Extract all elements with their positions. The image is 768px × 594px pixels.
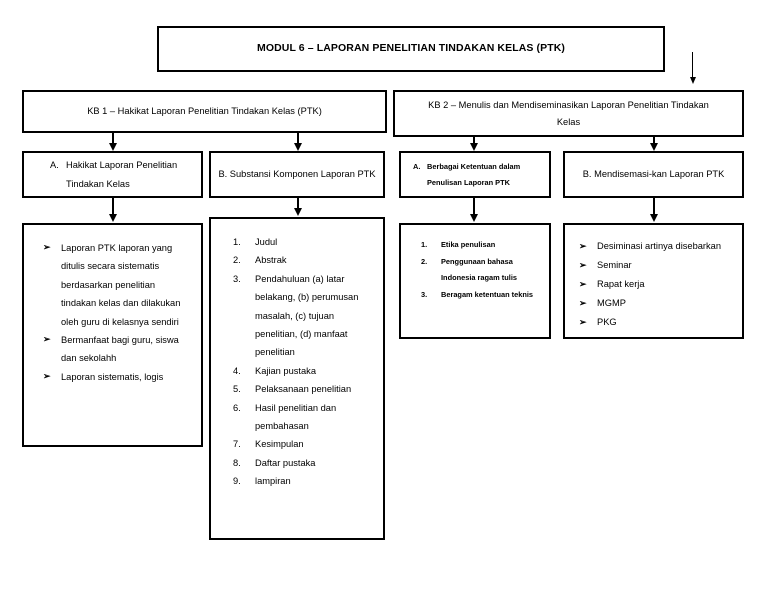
connector-kb1-to-b1 bbox=[297, 133, 299, 144]
list-number: 8. bbox=[233, 457, 241, 468]
arrow-bullet-icon: ➢ bbox=[579, 279, 587, 290]
connector-a1-to-content1 bbox=[112, 198, 114, 215]
list-number: 4. bbox=[233, 365, 241, 376]
title-text: MODUL 6 – LAPORAN PENELITIAN TINDAKAN KE… bbox=[256, 42, 566, 55]
list-number: 3. bbox=[421, 289, 428, 299]
arrow-bullet-icon: ➢ bbox=[43, 242, 51, 252]
section-a2-line1: Berbagai Ketentuan dalam bbox=[427, 161, 521, 171]
list-item-text: Kesimpulan bbox=[255, 439, 304, 450]
kb2-label-line1: KB 2 – Menulis dan Mendiseminasikan Lapo… bbox=[428, 100, 709, 111]
list-number: 1. bbox=[421, 240, 428, 249]
list-number: 7. bbox=[233, 439, 241, 450]
kb2-label: KB 2 – Menulis dan Mendiseminasikan Lapo… bbox=[395, 97, 742, 130]
list-number: 3. bbox=[233, 273, 241, 284]
bullet-list-diseminasi: ➢ Desiminasi artinya disebarkan ➢ Semina… bbox=[573, 237, 734, 332]
content-box-ketentuan: 1. Etika penulisan 2. Penggunaan bahasa … bbox=[399, 223, 551, 339]
list-item: ➢ Seminar bbox=[573, 256, 734, 275]
list-item-text: Etika penulisan bbox=[441, 240, 496, 249]
list-item-text: Laporan sistematis, logis bbox=[61, 371, 164, 382]
list-item-text: MGMP bbox=[597, 298, 626, 309]
kb2-label-line2: Kelas bbox=[556, 116, 581, 127]
list-item: 7. Kesimpulan bbox=[219, 435, 375, 453]
section-b1-box: B. Substansi Komponen Laporan PTK bbox=[209, 151, 385, 198]
section-a1-line1: Hakikat Laporan Penelitian bbox=[66, 160, 178, 171]
section-b1-text: B. Substansi Komponen Laporan PTK bbox=[218, 168, 376, 179]
list-item: 2. Penggunaan bahasa Indonesia ragam tul… bbox=[407, 254, 543, 287]
arrow-bullet-icon: ➢ bbox=[579, 317, 587, 328]
list-item: ➢ PKG bbox=[573, 313, 734, 332]
list-number: 6. bbox=[233, 402, 241, 413]
list-item: ➢ Desiminasi artinya disebarkan bbox=[573, 237, 734, 256]
standalone-down-arrow-icon bbox=[692, 52, 693, 78]
list-item-text: Daftar pustaka bbox=[255, 457, 316, 468]
list-item: ➢ Rapat kerja bbox=[573, 275, 734, 294]
section-a2-box: A. Berbagai Ketentuan dalam Penulisan Lap… bbox=[399, 151, 551, 198]
list-item-text: Abstrak bbox=[255, 255, 287, 266]
list-item: 1. Judul bbox=[219, 233, 375, 251]
content-box-substansi: 1. Judul 2. Abstrak 3. Pendahuluan (a) l… bbox=[209, 217, 385, 540]
arrow-bullet-icon: ➢ bbox=[579, 241, 587, 251]
list-item: 6. Hasil penelitian dan pembahasan bbox=[219, 399, 375, 436]
section-a2-text: A. Berbagai Ketentuan dalam Penulisan Lap… bbox=[401, 159, 549, 190]
list-item: 5. Pelaksanaan penelitian bbox=[219, 380, 375, 398]
connector-kb1-to-a1 bbox=[112, 133, 114, 144]
connector-b1-to-content2 bbox=[297, 198, 299, 209]
content-box-diseminasi: ➢ Desiminasi artinya disebarkan ➢ Semina… bbox=[563, 223, 744, 339]
list-item-text: Laporan PTK laporan yang ditulis secara … bbox=[61, 243, 181, 327]
list-item-text: Kajian pustaka bbox=[255, 365, 316, 376]
section-a1-box: A. Hakikat Laporan Penelitian Tindakan Ke… bbox=[22, 151, 203, 198]
list-item-text: Pelaksanaan penelitian bbox=[255, 384, 352, 395]
arrow-bullet-icon: ➢ bbox=[579, 260, 587, 271]
list-item: 1. Etika penulisan bbox=[407, 237, 543, 254]
section-b2-box: B. Mendisemasi-kan Laporan PTK bbox=[563, 151, 744, 198]
list-item-text: Rapat kerja bbox=[597, 279, 645, 290]
list-item-text: Judul bbox=[255, 237, 278, 247]
numbered-list-ketentuan: 1. Etika penulisan 2. Penggunaan bahasa … bbox=[407, 237, 543, 304]
list-number: 5. bbox=[233, 384, 241, 395]
list-item: ➢ MGMP bbox=[573, 294, 734, 313]
section-a2-label: A. bbox=[413, 161, 421, 171]
list-number: 1. bbox=[233, 237, 241, 247]
list-item: ➢ Laporan sistematis, logis bbox=[34, 368, 191, 386]
list-item-text: Hasil penelitian dan pembahasan bbox=[255, 402, 337, 432]
list-item: 8. Daftar pustaka bbox=[219, 454, 375, 472]
list-item-text: PKG bbox=[597, 317, 617, 328]
list-number: 2. bbox=[421, 256, 428, 266]
connector-kb2-to-a2 bbox=[473, 137, 475, 144]
list-item: 4. Kajian pustaka bbox=[219, 362, 375, 380]
list-number: 2. bbox=[233, 255, 241, 266]
list-item: ➢ Laporan PTK laporan yang ditulis secar… bbox=[34, 239, 191, 331]
list-item-text: Desiminasi artinya disebarkan bbox=[597, 241, 722, 251]
list-item: 2. Abstrak bbox=[219, 251, 375, 269]
connector-b2-to-content4 bbox=[653, 198, 655, 215]
section-a2-line2: Penulisan Laporan PTK bbox=[427, 177, 510, 187]
list-item-text: Bermanfaat bagi guru, siswa dan sekolahh bbox=[61, 335, 179, 364]
numbered-list-substansi: 1. Judul 2. Abstrak 3. Pendahuluan (a) l… bbox=[219, 233, 375, 491]
kb2-box: KB 2 – Menulis dan Mendiseminasikan Lapo… bbox=[393, 90, 744, 137]
arrow-bullet-icon: ➢ bbox=[579, 298, 587, 309]
kb1-box: KB 1 – Hakikat Laporan Penelitian Tindak… bbox=[22, 90, 387, 133]
title-box: MODUL 6 – LAPORAN PENELITIAN TINDAKAN KE… bbox=[157, 26, 665, 72]
arrow-bullet-icon: ➢ bbox=[43, 334, 51, 345]
list-item: 3. Beragam ketentuan teknis bbox=[407, 287, 543, 304]
list-item: 9. lampiran bbox=[219, 472, 375, 490]
arrow-bullet-icon: ➢ bbox=[43, 370, 51, 381]
section-b2-text: B. Mendisemasi-kan Laporan PTK bbox=[582, 168, 725, 179]
connector-kb2-to-b2 bbox=[653, 137, 655, 144]
list-item-text: Penggunaan bahasa Indonesia ragam tulis bbox=[441, 256, 517, 283]
bullet-list-hakikat: ➢ Laporan PTK laporan yang ditulis secar… bbox=[34, 239, 191, 386]
list-item-text: Beragam ketentuan teknis bbox=[441, 289, 534, 299]
connector-a2-to-content3 bbox=[473, 198, 475, 215]
section-a1-line2: Tindakan Kelas bbox=[66, 178, 130, 189]
list-item: 3. Pendahuluan (a) latar belakang, (b) p… bbox=[219, 270, 375, 362]
kb1-label: KB 1 – Hakikat Laporan Penelitian Tindak… bbox=[87, 105, 322, 116]
list-number: 9. bbox=[233, 476, 241, 487]
section-a1-label: A. bbox=[50, 160, 59, 171]
content-box-hakikat: ➢ Laporan PTK laporan yang ditulis secar… bbox=[22, 223, 203, 447]
list-item-text: Pendahuluan (a) latar belakang, (b) peru… bbox=[255, 273, 359, 358]
section-a1-text: A. Hakikat Laporan Penelitian Tindakan Ke… bbox=[24, 156, 201, 192]
list-item: ➢ Bermanfaat bagi guru, siswa dan sekola… bbox=[34, 331, 191, 368]
list-item-text: lampiran bbox=[255, 476, 291, 487]
list-item-text: Seminar bbox=[597, 260, 632, 271]
